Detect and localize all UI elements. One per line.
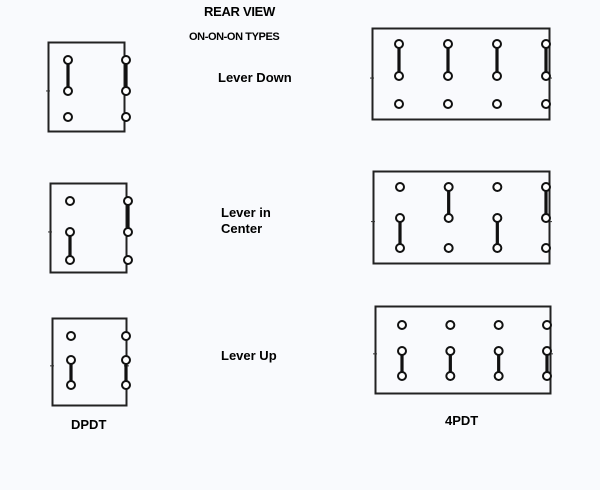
terminal-lug — [66, 355, 76, 365]
terminal-lug — [541, 39, 551, 49]
terminal-lug — [66, 380, 76, 390]
terminal-lug — [542, 346, 552, 356]
terminal-lug — [394, 99, 404, 109]
terminal-lug — [123, 196, 133, 206]
terminal-lug — [395, 182, 405, 192]
terminal-lug — [63, 112, 73, 122]
terminal-lug — [492, 39, 502, 49]
terminal-lug — [542, 371, 552, 381]
diagram-title: REAR VIEW — [204, 4, 275, 19]
terminal-lug — [395, 213, 405, 223]
state-label-lever-up: Lever Up — [221, 348, 277, 363]
terminal-lug — [395, 243, 405, 253]
terminal-lug — [445, 346, 456, 356]
terminal-lug — [493, 346, 504, 356]
terminal-lug — [66, 331, 76, 341]
terminal-lug — [541, 213, 551, 223]
column-label-4pdt: 4PDT — [445, 413, 479, 428]
terminal-lug — [65, 196, 75, 206]
state-label-line: Lever in — [221, 205, 271, 220]
state-label-lever-down: Lever Down — [218, 70, 292, 85]
terminal-lug — [121, 55, 131, 65]
terminal-lug — [65, 255, 75, 265]
diagram-subtitle: ON-ON-ON TYPES — [189, 31, 280, 43]
terminal-lug — [541, 71, 551, 81]
terminal-lug — [123, 255, 133, 265]
terminal-lug — [443, 213, 454, 223]
terminal-lug — [542, 320, 552, 330]
terminal-lug — [443, 71, 453, 81]
terminal-lug — [492, 99, 502, 109]
terminal-lug — [541, 99, 551, 109]
terminal-lug — [493, 371, 504, 381]
terminal-lug — [541, 243, 551, 253]
terminal-lug — [63, 86, 73, 96]
terminal-lug — [121, 355, 131, 365]
terminal-lug — [397, 346, 407, 356]
terminal-lug — [121, 112, 131, 122]
terminal-lug — [445, 371, 456, 381]
terminal-lug — [493, 320, 504, 330]
state-label-lever-center: Lever in Center — [221, 205, 271, 237]
terminal-lug — [492, 213, 503, 223]
terminal-lug — [492, 71, 502, 81]
terminal-lug — [492, 182, 503, 192]
terminal-lug — [121, 380, 131, 390]
terminal-lug — [443, 243, 454, 253]
terminal-lug — [394, 39, 404, 49]
terminal-lug — [492, 243, 503, 253]
terminal-lug — [443, 99, 453, 109]
terminal-lug — [65, 227, 75, 237]
terminal-lug — [445, 320, 456, 330]
state-label-line: Center — [221, 221, 263, 236]
terminal-lug — [397, 371, 407, 381]
terminal-lug — [123, 227, 133, 237]
terminal-lug — [541, 182, 551, 192]
column-label-dpdt: DPDT — [71, 417, 107, 432]
terminal-lug — [121, 331, 131, 341]
terminal-lug — [63, 55, 73, 65]
terminal-lug — [394, 71, 404, 81]
terminal-lug — [443, 182, 454, 192]
terminal-lug — [443, 39, 453, 49]
terminal-lug — [397, 320, 407, 330]
terminal-lug — [121, 86, 131, 96]
